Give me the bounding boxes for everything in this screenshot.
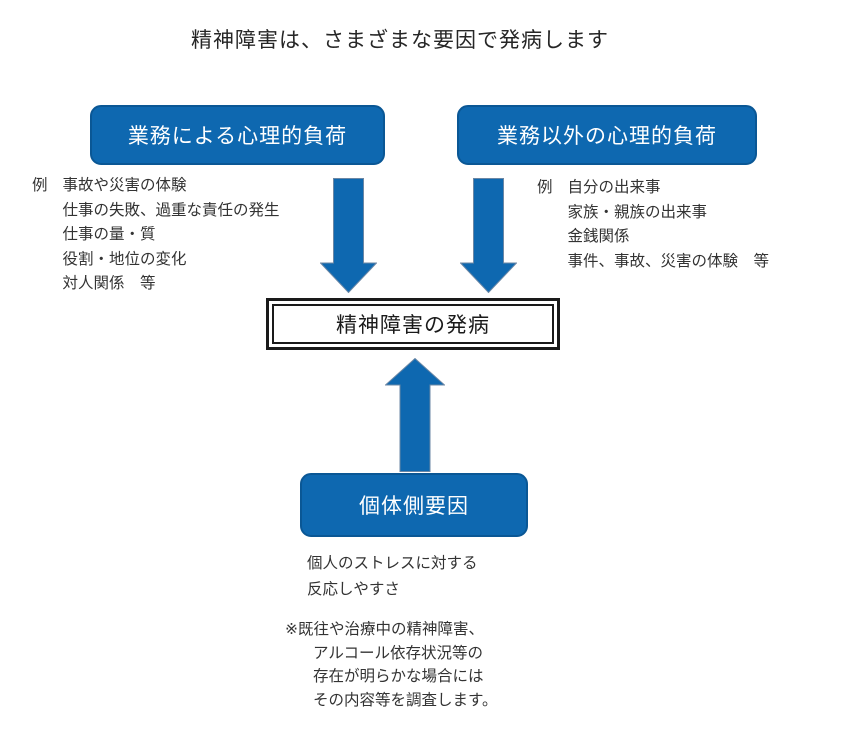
list-item: 対人関係 等 <box>62 274 156 293</box>
node-work-psychological-load: 業務による心理的負荷 <box>90 105 385 165</box>
node-nonwork-psychological-load-label: 業務以外の心理的負荷 <box>497 124 717 148</box>
node-onset: 精神障害の発病 <box>272 304 554 344</box>
work-examples-items: 事故や災害の体験 仕事の失敗、過重な責任の発生 仕事の量・質 役割・地位の変化 … <box>63 173 280 296</box>
footnote-line: アルコール依存状況等の <box>313 643 484 662</box>
list-item: 自分の出来事 <box>567 178 661 196</box>
nonwork-examples-items: 自分の出来事 家族・親族の出来事 金銭関係 事件、事故、災害の体験 等 <box>568 175 770 273</box>
list-item: 家族・親族の出来事 <box>567 202 708 221</box>
node-work-psychological-load-label: 業務による心理的負荷 <box>127 124 348 148</box>
footnote-line: その内容等を調査します。 <box>313 690 498 709</box>
nonwork-examples-prefix: 例 <box>537 178 553 196</box>
footnote: ※既往や治療中の精神障害、 アルコール依存状況等の 存在が明らかな場合には その… <box>285 618 497 712</box>
individual-caption: 個人のストレスに対する 反応しやすさ <box>307 550 478 602</box>
down-arrow-icon <box>460 178 517 293</box>
caption-line: 個人のストレスに対する <box>307 554 478 572</box>
node-individual-factors-label: 個体側要因 <box>359 494 469 518</box>
node-nonwork-psychological-load: 業務以外の心理的負荷 <box>457 105 757 165</box>
list-item: 仕事の量・質 <box>62 225 156 244</box>
nonwork-examples-list: 例 自分の出来事 家族・親族の出来事 金銭関係 事件、事故、災害の体験 等 <box>537 175 769 273</box>
list-item: 役割・地位の変化 <box>62 249 187 268</box>
footnote-line: ※既往や治療中の精神障害、 <box>285 620 484 638</box>
list-item: 金銭関係 <box>567 227 630 246</box>
node-onset-frame: 精神障害の発病 <box>266 298 560 350</box>
node-onset-label: 精神障害の発病 <box>336 313 490 337</box>
list-item: 仕事の失敗、過重な責任の発生 <box>62 200 280 219</box>
work-examples-list: 例 事故や災害の体験 仕事の失敗、過重な責任の発生 仕事の量・質 役割・地位の変… <box>32 173 280 296</box>
diagram-title: 精神障害は、さまざまな要因で発病します <box>191 28 609 52</box>
down-arrow-icon <box>320 178 377 293</box>
footnote-line: 存在が明らかな場合には <box>313 667 484 685</box>
list-item: 事故や災害の体験 <box>62 176 187 194</box>
work-examples-prefix: 例 <box>32 176 48 194</box>
caption-line: 反応しやすさ <box>307 580 400 598</box>
list-item: 事件、事故、災害の体験 等 <box>567 251 770 270</box>
node-individual-factors: 個体側要因 <box>300 473 528 537</box>
up-arrow-icon <box>385 358 445 472</box>
